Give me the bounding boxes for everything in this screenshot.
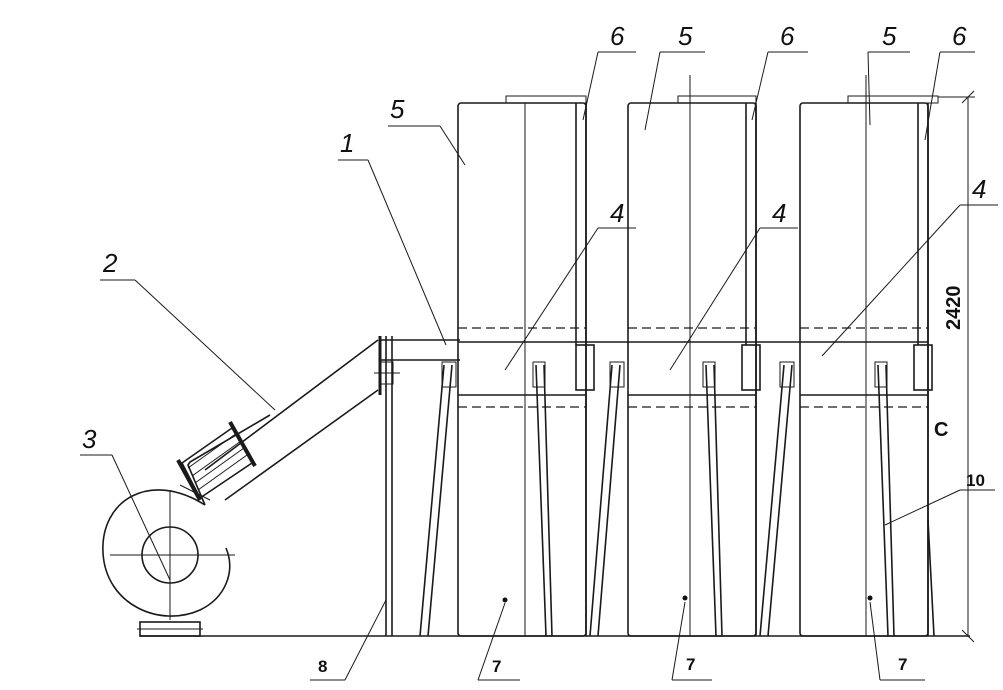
inlet-duct [176,336,382,501]
label-8: 8 [318,657,327,676]
label-4-unit-2: 4 [772,198,786,228]
label-6-unit-2: 6 [780,21,795,51]
label-5-unit-2: 5 [678,21,693,51]
leader-lines [80,51,998,681]
filter-unit-1 [457,95,628,637]
filter-unit-2 [627,75,800,637]
label-5-unit-3: 5 [882,21,897,51]
label-6-unit-3: 6 [952,21,967,51]
label-10: 10 [966,471,985,490]
label-3: 3 [82,424,97,454]
label-7-unit-1: 7 [492,657,501,676]
label-1: 1 [340,128,354,158]
label-7-unit-2: 7 [686,655,695,674]
label-5-unit-1: 5 [390,94,405,124]
dimension-letter: C [934,419,948,441]
fan-unit [102,414,271,637]
label-2: 2 [102,248,118,278]
label-4-unit-1: 4 [610,198,624,228]
dimension-height: 2420 [943,286,965,331]
label-4-unit-3: 4 [972,174,986,204]
label-7-unit-3: 7 [898,655,907,674]
filter-unit-3 [799,75,939,637]
label-6-unit-1: 6 [610,21,625,51]
collector-pipe [374,336,460,637]
height-dimension [938,90,975,643]
